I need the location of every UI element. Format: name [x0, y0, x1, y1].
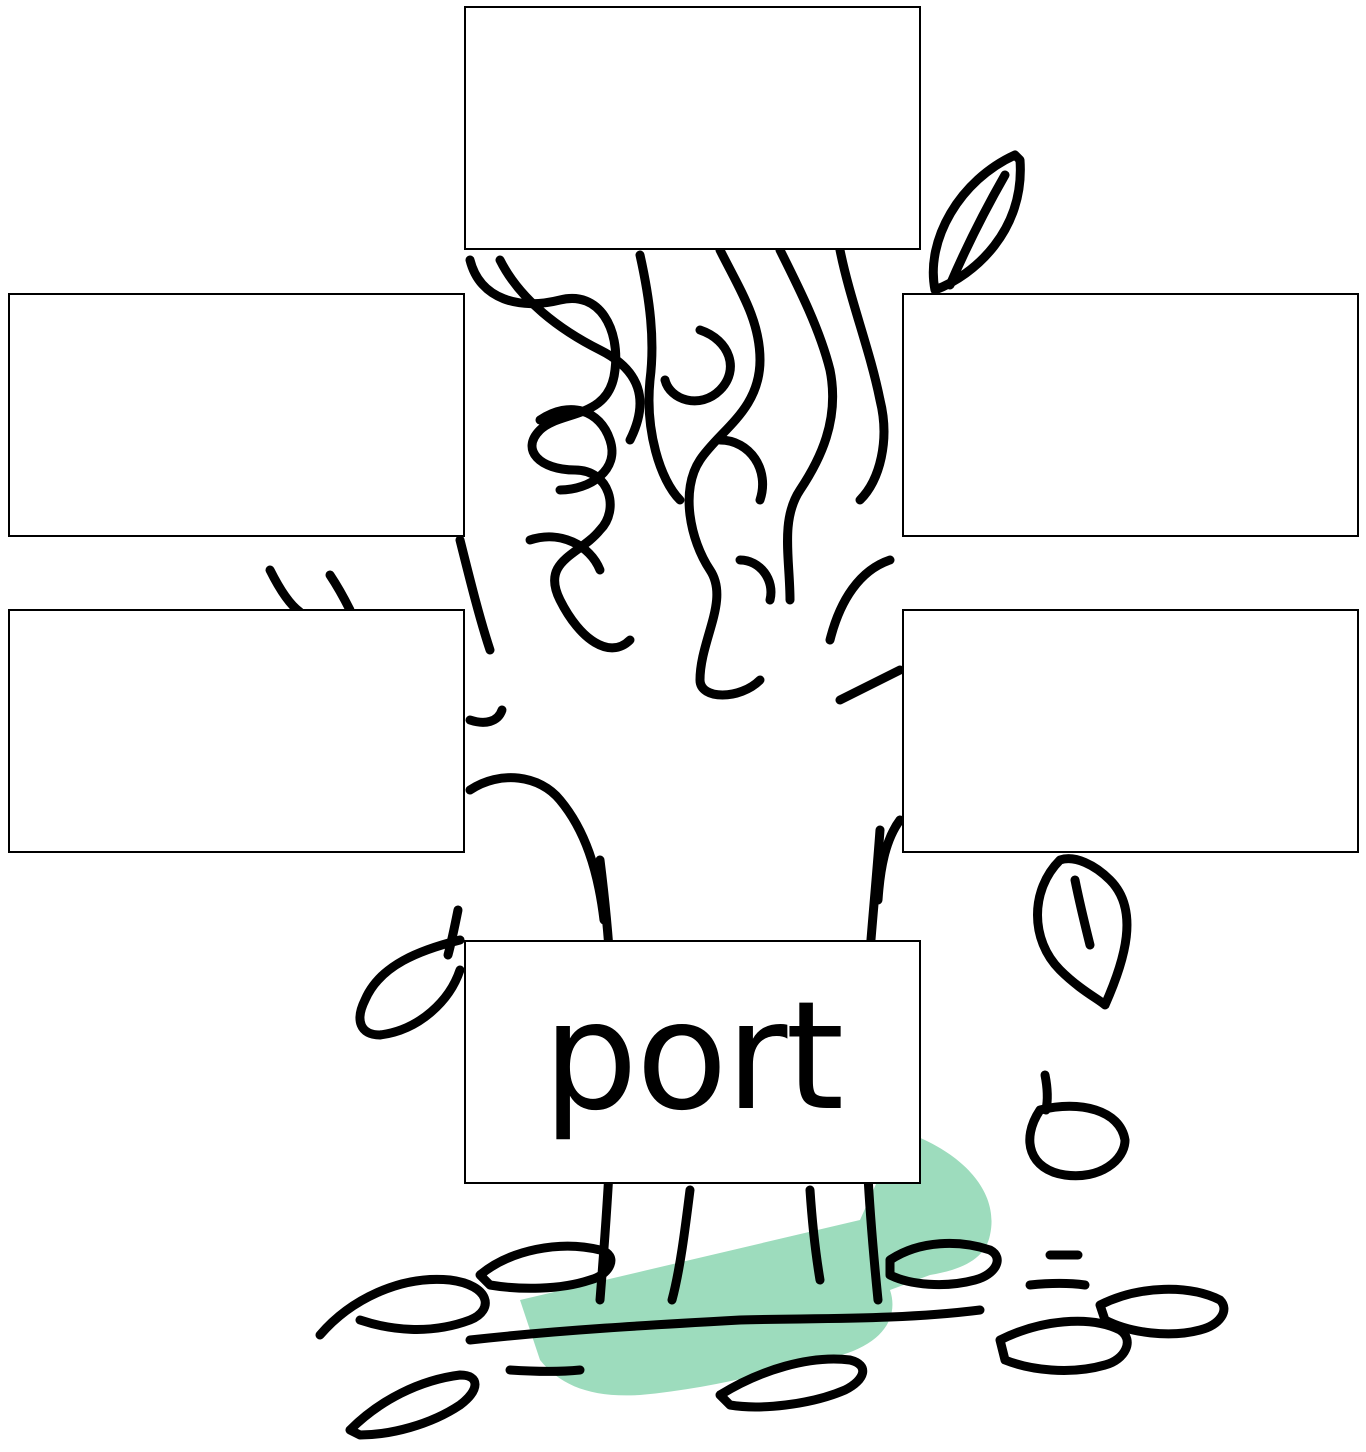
canopy-branch-13: [465, 705, 507, 727]
canopy-branch-7: [535, 405, 617, 495]
ground-line-1: [465, 1305, 985, 1345]
ground-line-2: [505, 1365, 585, 1376]
ground-leaf-3: [345, 1370, 480, 1440]
trunk-inner-line-2: [805, 1185, 825, 1285]
canopy-branch-15: [735, 555, 776, 605]
canopy-branch-4: [684, 245, 765, 700]
ground-leaf-5: [885, 1239, 1002, 1290]
leaf-right-low-stem: [1040, 1070, 1052, 1115]
branch-right-lower: [873, 815, 905, 905]
ground-leaf-4: [715, 1354, 867, 1412]
ground-leaf-7: [1095, 1284, 1229, 1339]
ground-leaf-6: [995, 1316, 1132, 1375]
word-box-right-upper[interactable]: [902, 293, 1359, 537]
leaf-left-mid-stem: [443, 905, 463, 960]
root-word-label: port: [542, 970, 844, 1144]
word-box-right-lower[interactable]: [902, 609, 1359, 853]
canopy-branch-11: [835, 665, 905, 705]
canopy-branch-14: [715, 435, 768, 505]
ground-leaf-2: [475, 1241, 616, 1293]
canopy-branch-6: [835, 245, 889, 505]
trunk-inner-line: [667, 1185, 695, 1305]
ground-leaf-1: [315, 1274, 490, 1340]
leaf-right-low: [1025, 1101, 1130, 1181]
canopy-branch-3: [635, 250, 685, 505]
word-box-left-upper[interactable]: [8, 293, 465, 537]
canopy-branch-2: [495, 255, 645, 445]
canopy-branch-1: [465, 255, 635, 653]
canopy-branch-8: [660, 325, 735, 406]
root-word-box: port: [464, 940, 921, 1184]
canopy-branch-5: [775, 245, 838, 605]
ground-line-4: [1025, 1279, 1090, 1290]
canopy-branch-12: [455, 535, 495, 655]
leaf-top-right: [928, 150, 1025, 295]
leaf-left-upper: [265, 565, 305, 617]
leaf-left-upper-2: [325, 570, 355, 615]
word-box-left-lower[interactable]: [8, 609, 465, 853]
leaf-right-mid-vein: [1070, 875, 1095, 950]
canopy-branch-9: [525, 532, 605, 575]
canopy-branch-10: [825, 555, 895, 645]
word-box-top[interactable]: [464, 6, 921, 250]
leaf-top-right-vein: [945, 170, 1010, 290]
leaf-right-mid: [1033, 854, 1132, 1010]
branch-left-lower: [465, 773, 609, 925]
leaf-left-mid: [355, 935, 465, 1040]
